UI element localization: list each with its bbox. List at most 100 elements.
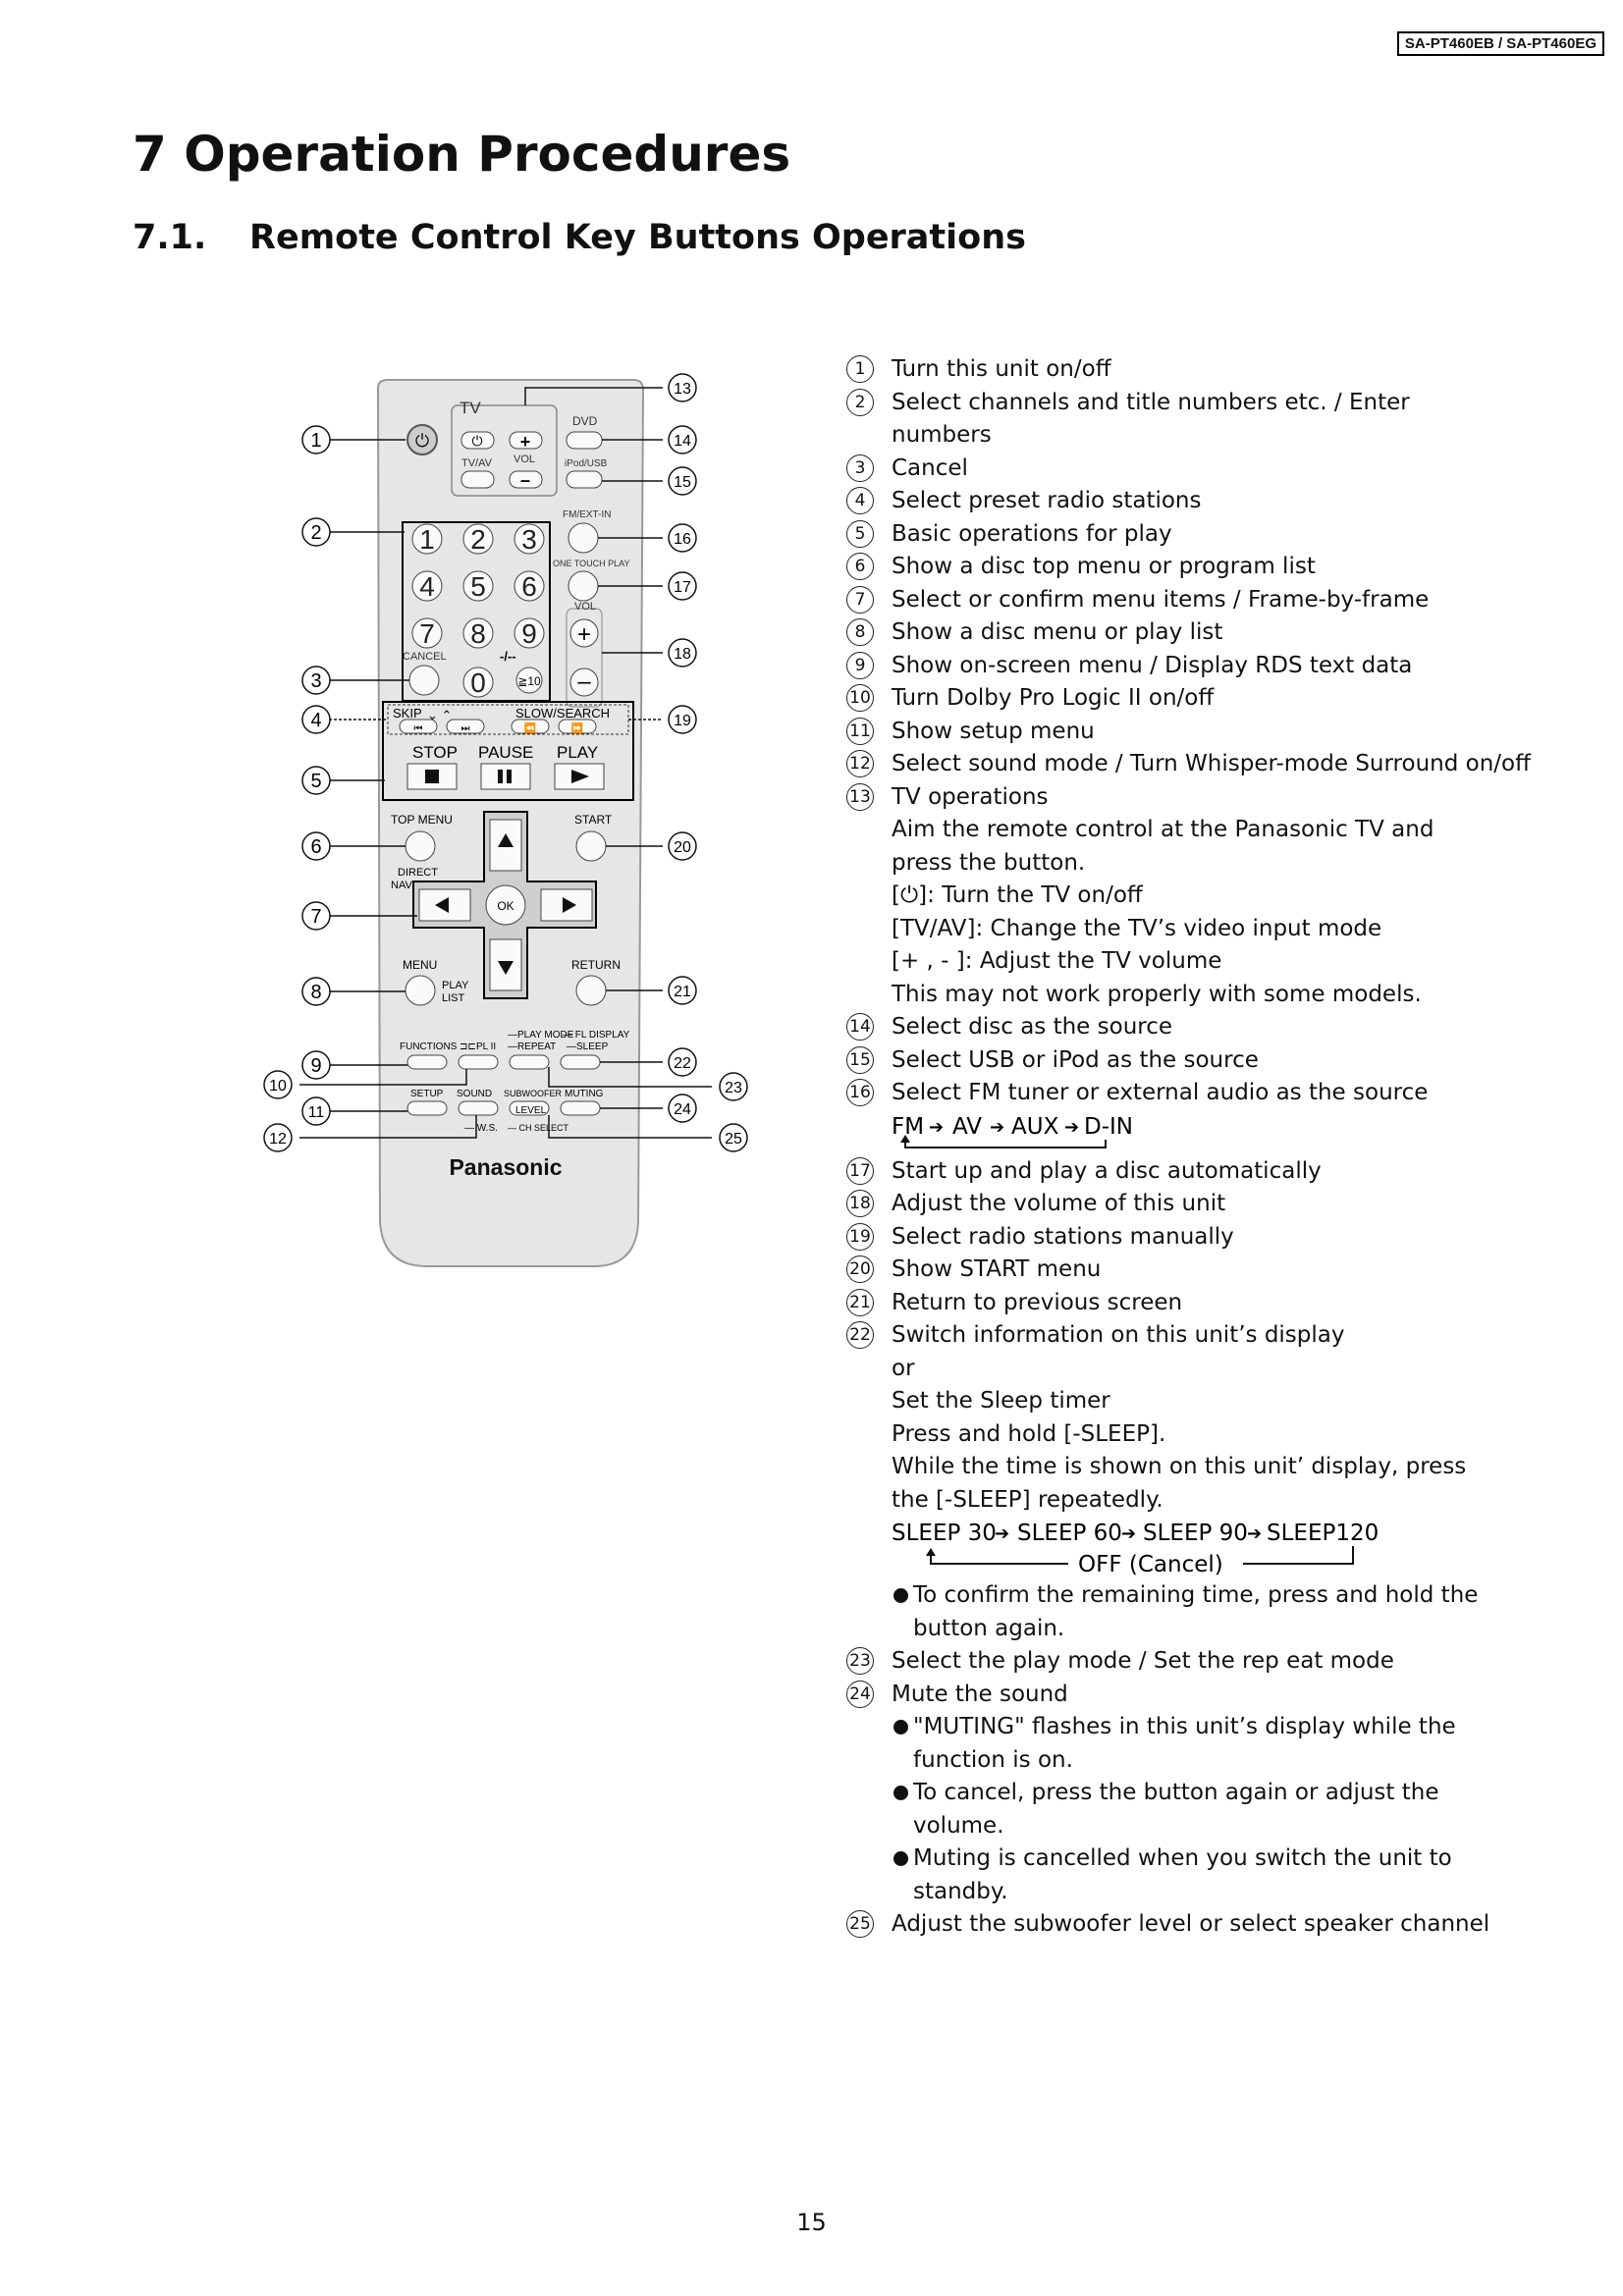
item-text: function is on. — [913, 1746, 1073, 1773]
callout-25: 25 — [725, 1131, 742, 1148]
transport-box — [382, 701, 634, 801]
section-number: 7.1. — [133, 218, 207, 257]
play-list-label-1: PLAY — [442, 980, 469, 991]
tv-power-button — [460, 431, 495, 450]
item-text: To cancel, press the button again or adj… — [913, 1780, 1439, 1805]
play-label: PLAY — [557, 743, 598, 762]
item-text: Set the Sleep timer — [892, 1388, 1110, 1414]
item-text: Return to previous screen — [892, 1289, 1183, 1315]
cancel-label: CANCEL — [403, 651, 447, 663]
item-text: or — [892, 1355, 915, 1381]
list-item: 22 Switch information on this unit’s dis… — [844, 1319, 1571, 1645]
power-button — [406, 424, 438, 455]
direct-label: DIRECT — [398, 867, 438, 879]
start-button — [575, 830, 607, 862]
play-list-label-2: LIST — [442, 992, 465, 1004]
item-text: Mute the sound — [892, 1681, 1068, 1707]
fast-forward-button — [558, 719, 597, 734]
item-number: 8 — [846, 618, 874, 646]
subwoofer-label: SUBWOOFER — [504, 1089, 563, 1098]
pause-button — [480, 763, 531, 790]
tv-vol-label: VOL — [514, 454, 535, 465]
ws-label: — W.S. — [464, 1123, 498, 1134]
item-number: 23 — [846, 1647, 874, 1675]
fm-ext-in-button — [568, 522, 599, 554]
item-number: 1 — [846, 355, 874, 383]
key-2: 2 — [470, 524, 486, 555]
key-7: 7 — [419, 618, 435, 649]
item-text: standby. — [913, 1878, 1008, 1904]
item-text: press the button. — [892, 849, 1086, 876]
item-text: Select or confirm menu items / Frame-by-… — [892, 586, 1430, 613]
item-text: the [-SLEEP] repeatedly. — [892, 1486, 1163, 1513]
item-number: 19 — [846, 1222, 874, 1251]
seq-din: D-IN — [1084, 1114, 1133, 1140]
one-touch-play-button — [568, 570, 599, 602]
callout-19: 19 — [674, 713, 691, 729]
callout-6: 6 — [310, 836, 321, 858]
item-text: Show a disc top menu or program list — [892, 554, 1316, 579]
item-number: 12 — [846, 750, 874, 777]
arrow-right-icon: ➔ — [990, 1117, 1004, 1138]
item-text: numbers — [892, 422, 992, 448]
item-number: 21 — [846, 1288, 874, 1316]
list-item: 13 TV operations Aim the remote control … — [844, 781, 1571, 1012]
ipod-usb-label: iPod/USB — [565, 458, 608, 469]
pl2-button — [458, 1054, 499, 1070]
volume-box — [566, 608, 603, 708]
ten-button — [515, 667, 543, 694]
item-text: Select FM tuner or external audio as the… — [892, 1080, 1429, 1105]
item-number: 25 — [846, 1910, 874, 1938]
sleep-90: SLEEP 90 — [1143, 1521, 1248, 1546]
item-number: 3 — [846, 454, 874, 482]
menu-label: MENU — [403, 958, 437, 972]
callout-18: 18 — [674, 646, 691, 663]
key-0: 0 — [470, 667, 486, 698]
callout-20: 20 — [674, 839, 691, 856]
rewind-button — [511, 719, 550, 734]
arrow-right-icon: ➔ — [1247, 1523, 1262, 1544]
dvd-label: DVD — [572, 414, 598, 428]
item-text: Switch information on this unit’s displa… — [892, 1322, 1345, 1348]
list-item: 16 Select FM tuner or external audio as … — [844, 1077, 1571, 1155]
key-5: 5 — [470, 571, 486, 602]
pause-label: PAUSE — [478, 743, 533, 762]
callout-3: 3 — [310, 670, 321, 692]
callout-5: 5 — [310, 771, 321, 792]
sleep-off-line-left — [930, 1554, 1068, 1565]
source-sequence: FM ➔ AV ➔ AUX ➔ D-IN — [892, 1114, 1133, 1148]
left-arrow-icon — [435, 897, 449, 913]
arrow-right-icon: ➔ — [995, 1523, 1009, 1544]
callout-lines — [299, 387, 712, 1139]
skip-back-icon: ⏮ — [414, 723, 423, 734]
key-1: 1 — [419, 524, 435, 555]
top-menu-button — [405, 830, 436, 862]
one-touch-play-label: ONE TOUCH PLAY — [553, 559, 630, 568]
menu-button — [405, 975, 436, 1006]
arrow-right-icon: ➔ — [929, 1117, 944, 1138]
seq-av: AV — [952, 1114, 982, 1140]
right-arrow-icon — [563, 897, 576, 913]
item-text: Muting is cancelled when you switch the … — [913, 1845, 1452, 1871]
up-arrow-icon — [498, 833, 514, 847]
item-text: Adjust the volume of this unit — [892, 1191, 1226, 1216]
setup-label: SETUP — [410, 1089, 444, 1099]
dolby-icon: ⊐⊏ — [460, 1041, 476, 1052]
tv-label: TV — [460, 399, 481, 417]
item-number: 15 — [846, 1045, 874, 1074]
sleep-120: SLEEP120 — [1267, 1521, 1379, 1546]
pl2-label: PL II — [476, 1041, 496, 1052]
vol-up-icon: + — [577, 621, 591, 648]
item-text: Show START menu — [892, 1256, 1102, 1282]
callout-15: 15 — [674, 474, 691, 491]
item-text: Aim the remote control at the Panasonic … — [892, 817, 1434, 842]
callout-1: 1 — [310, 430, 321, 452]
